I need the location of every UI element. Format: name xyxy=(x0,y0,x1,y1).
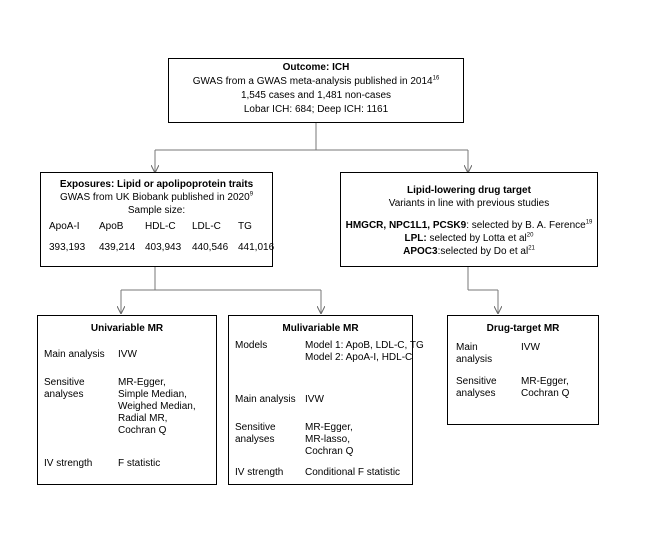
sensitive-value: Cochran Q xyxy=(521,388,570,399)
iv-strength-label: IV strength xyxy=(44,458,93,469)
sensitive-label: Sensitive xyxy=(44,377,85,388)
exposures-title: Exposures: Lipid or apolipoprotein trait… xyxy=(59,179,254,190)
sensitive-value: Cochran Q xyxy=(118,425,167,436)
outcome-source: GWAS from a GWAS meta-analysis published… xyxy=(192,75,440,87)
drug-target-row-1: HMGCR, NPC1L1, PCSK9: selected by B. A. … xyxy=(345,219,593,231)
outcome-subtypes: Lobar ICH: 684; Deep ICH: 1161 xyxy=(243,104,389,115)
sensitive-label: analyses xyxy=(44,389,84,400)
main-analysis-value: IVW xyxy=(521,342,540,353)
main-analysis-label: Main analysis xyxy=(44,349,105,360)
iv-strength-value: F statistic xyxy=(118,458,161,469)
sensitive-label: Sensitive xyxy=(235,422,276,433)
univariable-mr-box: Univariable MR Main analysis IVW Sensiti… xyxy=(37,315,217,485)
drug-target-row-3: APOC3:selected by Do et al21 xyxy=(403,245,535,257)
trait-name: ApoB xyxy=(99,221,124,232)
sensitive-value: Weighed Median, xyxy=(118,401,196,412)
trait-size: 441,016 xyxy=(238,242,275,253)
main-analysis-value: IVW xyxy=(305,394,324,405)
outcome-box: Outcome: ICH GWAS from a GWAS meta-analy… xyxy=(168,58,464,123)
main-analysis-label: Main analysis xyxy=(235,394,296,405)
sensitive-label: Sensitive xyxy=(456,376,497,387)
outcome-cases: 1,545 cases and 1,481 non-cases xyxy=(240,90,392,101)
sensitive-value: Simple Median, xyxy=(118,389,187,400)
drug-target-row-2: LPL: selected by Lotta et al20 xyxy=(404,232,534,244)
main-analysis-label: Main xyxy=(456,342,478,353)
iv-strength-label: IV strength xyxy=(235,467,284,478)
models-value: Model 1: ApoB, LDL-C, TG xyxy=(305,340,424,351)
trait-name: HDL-C xyxy=(145,221,176,232)
univariable-title: Univariable MR xyxy=(90,323,164,334)
outcome-title: Outcome: ICH xyxy=(282,62,350,73)
sensitive-value: MR-Egger, xyxy=(305,422,353,433)
sensitive-value: Cochran Q xyxy=(305,446,354,457)
trait-size: 393,193 xyxy=(49,242,86,253)
drug-mr-title: Drug-target MR xyxy=(486,323,560,334)
sensitive-value: MR-Egger, xyxy=(118,377,166,388)
sample-size-label: Sample size: xyxy=(127,205,186,216)
main-analysis-label: analysis xyxy=(456,354,493,365)
sensitive-value: Radial MR, xyxy=(118,413,168,424)
trait-size: 440,546 xyxy=(192,242,229,253)
trait-name: TG xyxy=(238,221,252,232)
trait-name: LDL-C xyxy=(192,221,221,232)
sensitive-label: analyses xyxy=(235,434,275,445)
trait-size: 439,214 xyxy=(99,242,136,253)
exposures-source: GWAS from UK Biobank published in 20209 xyxy=(59,191,254,203)
trait-size: 403,943 xyxy=(145,242,182,253)
trait-name: ApoA-I xyxy=(49,221,80,232)
models-label: Models xyxy=(235,340,268,351)
drug-target-box: Lipid-lowering drug target Variants in l… xyxy=(340,172,598,267)
main-analysis-value: IVW xyxy=(118,349,137,360)
sensitive-value: MR-Egger, xyxy=(521,376,569,387)
multivariable-mr-box: Mulivariable MR Models Model 1: ApoB, LD… xyxy=(228,315,424,485)
drug-target-subtitle: Variants in line with previous studies xyxy=(388,198,550,209)
models-value: Model 2: ApoA-I, HDL-C xyxy=(305,352,413,363)
drug-target-title: Lipid-lowering drug target xyxy=(407,185,531,196)
multivariable-title: Mulivariable MR xyxy=(282,323,359,334)
sensitive-label: analyses xyxy=(456,388,496,399)
drug-target-mr-box: Drug-target MR Main analysis IVW Sensiti… xyxy=(447,315,599,425)
iv-strength-value: Conditional F statistic xyxy=(305,467,401,478)
sensitive-value: MR-lasso, xyxy=(305,434,351,445)
exposures-box: Exposures: Lipid or apolipoprotein trait… xyxy=(40,172,275,267)
